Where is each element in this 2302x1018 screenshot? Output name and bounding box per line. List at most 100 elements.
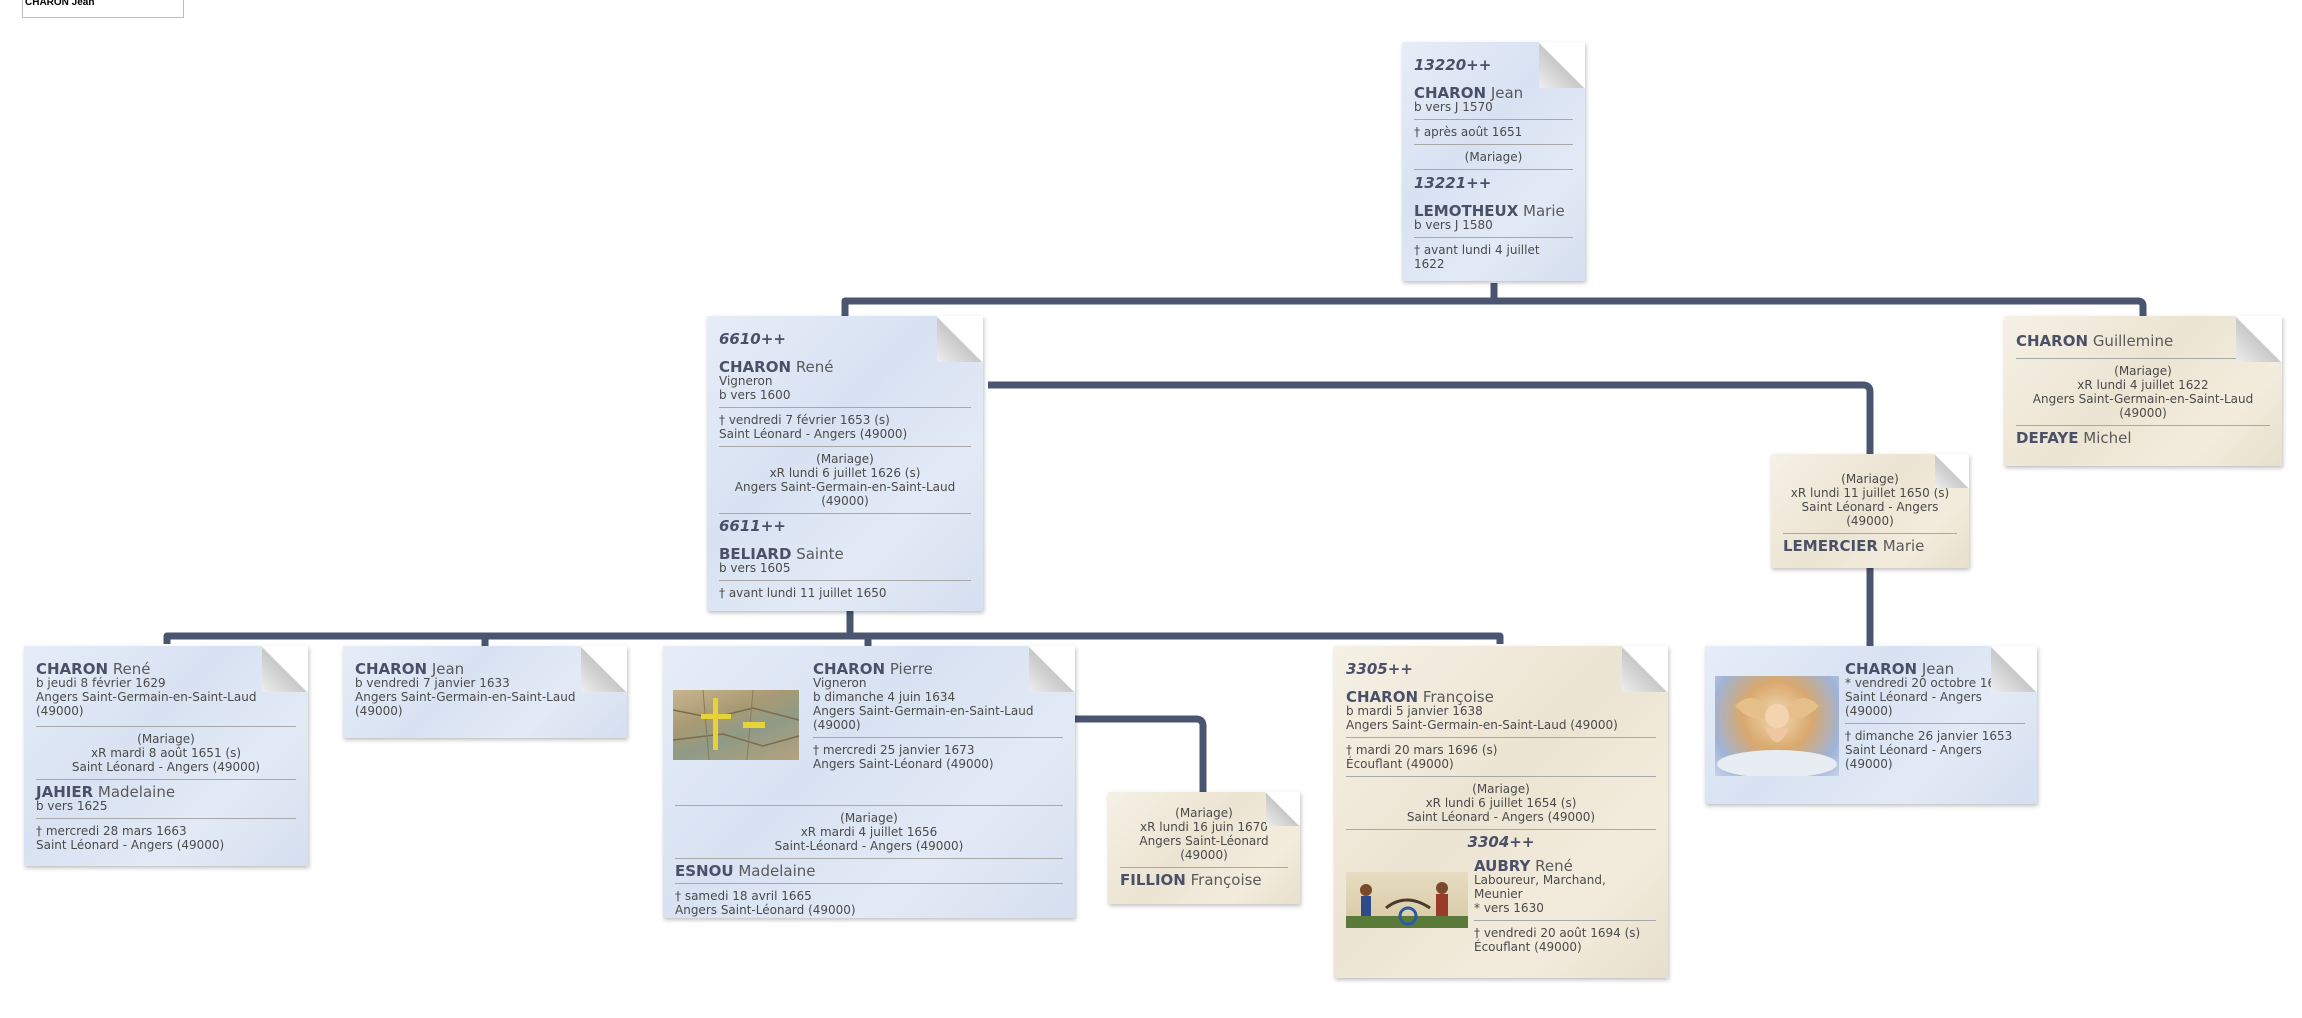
birth-date: b vendredi 7 janvier 1633 bbox=[355, 676, 510, 690]
tab-charon-jean[interactable]: CHARON Jean bbox=[22, 0, 184, 18]
marriage-date: xR lundi 6 juillet 1654 (s) bbox=[1425, 796, 1577, 810]
divider bbox=[1346, 829, 1656, 830]
spouse-occupation: Laboureur, Marchand, Meunier bbox=[1474, 873, 1606, 901]
marriage-label: (Mariage) bbox=[1464, 150, 1523, 164]
marriage-label: (Mariage) bbox=[816, 452, 874, 466]
person-card-charon-francoise-3305[interactable]: 3305++ CHARON Françoise b mardi 5 janvie… bbox=[1334, 646, 1668, 978]
tab-label: CHARON Jean bbox=[25, 0, 95, 8]
death-place: Saint Léonard - Angers (49000) bbox=[1845, 743, 1982, 771]
person-card-charon-jean-1651[interactable]: CHARON Jean * vendredi 20 octobre 1651 S… bbox=[1705, 646, 2037, 804]
surname: CHARON bbox=[813, 660, 886, 678]
person-card-charon-rene-6610[interactable]: 6610++ CHARON René Vigneron b vers 1600 … bbox=[707, 316, 983, 611]
divider bbox=[1346, 737, 1656, 738]
divider bbox=[1474, 920, 1656, 921]
birth-place: Angers Saint-Germain-en-Saint-Laud (4900… bbox=[36, 690, 257, 718]
page-fold-corner bbox=[1991, 646, 2037, 692]
spouse-sosa-number: 13221++ bbox=[1414, 174, 1492, 192]
spouse-name: LEMERCIER Marie bbox=[1783, 537, 1957, 555]
spouse-death-place: Angers Saint-Léonard (49000) bbox=[675, 903, 856, 917]
given-name: René bbox=[795, 358, 834, 376]
spouse-surname: LEMOTHEUX bbox=[1414, 202, 1519, 220]
person-card-charon-pierre[interactable]: CHARON Pierre Vigneron b dimanche 4 juin… bbox=[663, 646, 1075, 918]
marriage-place: Angers Saint-Germain-en-Saint-Laud (4900… bbox=[734, 480, 956, 508]
person-card-lemercier-marie[interactable]: (Mariage) xR lundi 11 juillet 1650 (s) S… bbox=[1771, 454, 1969, 568]
divider bbox=[719, 513, 971, 514]
sosa-number: 3305++ bbox=[1346, 660, 1413, 678]
divider bbox=[719, 580, 971, 581]
person-card-fillion-francoise[interactable]: (Mariage) xR lundi 16 juin 1670 Angers S… bbox=[1108, 792, 1300, 904]
spouse-death-date: † samedi 18 avril 1665 bbox=[675, 889, 812, 903]
marriage-label: (Mariage) bbox=[1472, 782, 1530, 796]
map-thumbnail[interactable] bbox=[672, 689, 800, 761]
illumination-thumbnail[interactable] bbox=[1346, 872, 1468, 928]
divider bbox=[2016, 425, 2270, 426]
page-fold-corner bbox=[937, 316, 983, 362]
birth-date: b vers J 1570 bbox=[1414, 100, 1493, 114]
occupation: Vigneron bbox=[719, 374, 773, 388]
spouse-given-name: Michel bbox=[2083, 429, 2132, 447]
angel-thumbnail[interactable] bbox=[1715, 676, 1839, 778]
person-name: CHARON René bbox=[719, 358, 971, 376]
person-card-charon-jean-1633[interactable]: CHARON Jean b vendredi 7 janvier 1633 An… bbox=[343, 646, 627, 738]
person-card-charon-rene-1629[interactable]: CHARON René b jeudi 8 février 1629 Anger… bbox=[24, 646, 308, 866]
death-date: † dimanche 26 janvier 1653 bbox=[1845, 729, 2013, 743]
death-date: † après août 1651 bbox=[1414, 125, 1523, 139]
given-name: Jean bbox=[1921, 660, 1955, 678]
spouse-surname: FILLION bbox=[1120, 871, 1186, 889]
divider bbox=[36, 726, 296, 727]
death-date: † vendredi 7 février 1653 (s) bbox=[719, 413, 890, 427]
marriage-place: Saint Léonard - Angers (49000) bbox=[71, 760, 261, 774]
spouse-name: LEMOTHEUX Marie bbox=[1414, 202, 1573, 220]
spouse-death-place: Saint Léonard - Angers (49000) bbox=[36, 838, 225, 852]
person-card-charon-guillemine[interactable]: CHARON Guillemine (Mariage) xR lundi 4 j… bbox=[2004, 316, 2282, 466]
marriage-place: Saint-Léonard - Angers (49000) bbox=[774, 839, 964, 853]
person-card-charon-jean-13220[interactable]: 13220++ CHARON Jean b vers J 1570 † aprè… bbox=[1402, 42, 1585, 281]
divider bbox=[1414, 119, 1573, 120]
death-date: † mardi 20 mars 1696 (s) bbox=[1346, 743, 1498, 757]
spouse-birth-date: b vers 1625 bbox=[36, 799, 108, 813]
spouse-name: AUBRY René bbox=[1474, 859, 1656, 874]
person-name: CHARON Jean bbox=[1845, 660, 2025, 678]
birth-place: Angers Saint-Germain-en-Saint-Laud (4900… bbox=[1346, 718, 1618, 732]
person-name: CHARON Guillemine bbox=[2016, 332, 2270, 350]
connector-to-guillemine bbox=[1494, 297, 2147, 318]
surname: CHARON bbox=[1346, 688, 1419, 706]
map-icon bbox=[672, 689, 800, 761]
marriage-label: (Mariage) bbox=[1175, 806, 1233, 820]
divider bbox=[1414, 169, 1573, 170]
spouse-name: FILLION Françoise bbox=[1120, 871, 1288, 889]
marriage-place: Saint Léonard - Angers (49000) bbox=[1406, 810, 1596, 824]
spouse-given-name: Françoise bbox=[1190, 871, 1262, 889]
page-fold-corner bbox=[1539, 42, 1585, 88]
divider bbox=[36, 779, 296, 780]
death-place: Saint Léonard - Angers (49000) bbox=[719, 427, 908, 441]
given-name: Guillemine bbox=[2092, 332, 2174, 350]
marriage-label: (Mariage) bbox=[137, 732, 195, 746]
spouse-death-date: † avant lundi 11 juillet 1650 bbox=[719, 586, 887, 600]
marriage-label: (Mariage) bbox=[2114, 364, 2172, 378]
spouse-surname: LEMERCIER bbox=[1783, 537, 1878, 555]
spouse-given-name: Madelaine bbox=[738, 862, 816, 880]
spouse-death-place: Écouflant (49000) bbox=[1474, 940, 1582, 954]
spouse-birth-date: b vers 1605 bbox=[719, 561, 791, 575]
marriage-label: (Mariage) bbox=[1841, 472, 1899, 486]
marriage-label: (Mariage) bbox=[840, 811, 898, 825]
marriage-place: Saint Léonard - Angers (49000) bbox=[1801, 500, 1939, 528]
spouse-surname: JAHIER bbox=[36, 783, 94, 801]
connector-pierre-fillion bbox=[1075, 715, 1207, 794]
birth-date: b jeudi 8 février 1629 bbox=[36, 676, 166, 690]
marriage-date: xR lundi 4 juillet 1622 bbox=[2077, 378, 2209, 392]
spouse-name: DEFAYE Michel bbox=[2016, 429, 2270, 447]
birth-place: Angers Saint-Germain-en-Saint-Laud (4900… bbox=[813, 704, 1034, 732]
birth-date: b dimanche 4 juin 1634 bbox=[813, 690, 956, 704]
birth-place: Angers Saint-Germain-en-Saint-Laud (4900… bbox=[355, 690, 576, 718]
spouse-sosa-number: 6611++ bbox=[719, 517, 786, 535]
connector-rene-children bbox=[163, 600, 1504, 646]
divider bbox=[1414, 144, 1573, 145]
marriage-date: xR lundi 16 juin 1670 bbox=[1140, 820, 1268, 834]
spouse-given-name: Sainte bbox=[796, 545, 844, 563]
spouse-birth-date: * vers 1630 bbox=[1474, 901, 1544, 915]
birth-place: Saint Léonard - Angers (49000) bbox=[1845, 690, 1982, 718]
person-name: CHARON Jean bbox=[1414, 86, 1573, 101]
divider bbox=[675, 858, 1063, 859]
